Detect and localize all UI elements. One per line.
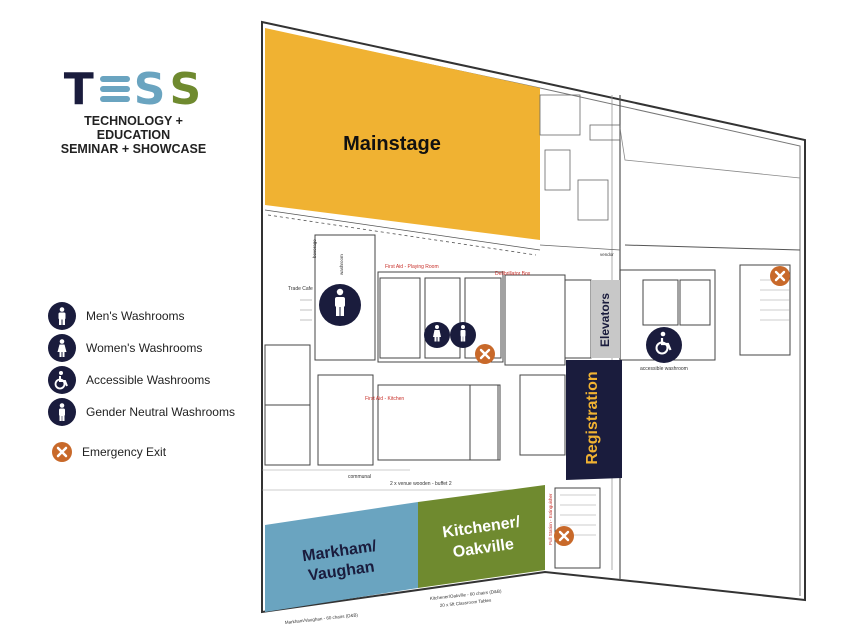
logo-tagline-2: SEMINAR + SHOWCASE — [60, 142, 207, 156]
legend-label-accessible: Accessible Washrooms — [86, 373, 211, 387]
legend-item-mens: Men's Washrooms — [48, 302, 185, 330]
legend-item-accessible: Accessible Washrooms — [48, 366, 210, 394]
vendor-label: vendor — [600, 252, 614, 257]
logo-wordmark: T S S — [46, 64, 221, 115]
mens-washroom-icon — [48, 302, 76, 330]
logo-letter-s2: S — [169, 64, 204, 115]
legend-label-gender-neutral: Gender Neutral Washrooms — [86, 405, 235, 419]
legend-item-gender-neutral: Gender Neutral Washrooms — [48, 398, 235, 426]
defibrillator-label: Defibrillator Box — [495, 271, 531, 277]
building-outline — [261, 20, 806, 614]
gender-neutral-washroom-icon — [48, 398, 76, 426]
accessible-washroom-caption: accessible washroom — [640, 366, 688, 372]
logo-letter-t: T — [63, 64, 96, 115]
emergency-exit-icon-1 — [475, 344, 495, 364]
map-mens-washroom-icon — [319, 284, 361, 326]
markham-caption: Markham/Vaughan - 60 chairs (D&B) — [285, 612, 359, 625]
classroom-caption: 20 x 5ft Classroom Tables — [440, 598, 493, 608]
buffet-label: 2 x venue wooden - buffet 2 — [390, 481, 452, 487]
logo-letter-e — [98, 70, 132, 102]
mainstage-label: Mainstage — [343, 133, 441, 155]
legend-item-womens: Women's Washrooms — [48, 334, 202, 362]
emergency-exit-icon — [52, 442, 72, 462]
kitchener-caption: Kitchener/Oakville - 60 chairs (D&B) — [430, 588, 503, 601]
logo-tagline-1: TECHNOLOGY + EDUCATION — [84, 114, 183, 142]
mainstage-room — [265, 28, 540, 240]
registration-label: Registration — [584, 371, 601, 464]
pull-station-label: Pull Station - Extinguisher — [548, 493, 553, 545]
map-gender-neutral-washroom-icon — [450, 322, 476, 348]
accessible-washroom-icon — [48, 366, 76, 394]
logo-e-bars — [99, 76, 130, 102]
elevators-room — [591, 280, 620, 358]
elevators-label: Elevators — [598, 293, 612, 347]
legend-label-exit: Emergency Exit — [82, 445, 167, 459]
kitchener-oakville-room — [418, 485, 545, 588]
markham-vaughan-room — [265, 502, 418, 612]
emergency-exit-icon-2 — [770, 266, 790, 286]
first-aid-playing-label: First Aid - Playing Room — [385, 264, 439, 270]
legend-label-womens: Women's Washrooms — [86, 341, 203, 355]
logo-letter-s1: S — [133, 64, 168, 115]
beverage-label: beverage — [312, 239, 317, 258]
registration-room — [566, 360, 622, 480]
map-accessible-washroom-icon — [646, 327, 682, 363]
washroom-label: washroom — [339, 254, 344, 275]
legend-item-exit: Emergency Exit — [48, 442, 166, 462]
communal-label: communal — [348, 474, 371, 480]
first-aid-kitchen-label: First Aid - Kitchen — [365, 396, 404, 402]
womens-washroom-icon — [48, 334, 76, 362]
trade-cafe-label: Trade Cafe — [288, 286, 313, 292]
catering-area — [539, 94, 621, 251]
emergency-exit-icon-3 — [554, 526, 574, 546]
legend-label-mens: Men's Washrooms — [86, 309, 185, 323]
map-womens-washroom-icon — [424, 322, 450, 348]
tess-logo: T S S TECHNOLOGY + EDUCATION SEMINAR + S… — [46, 64, 221, 157]
